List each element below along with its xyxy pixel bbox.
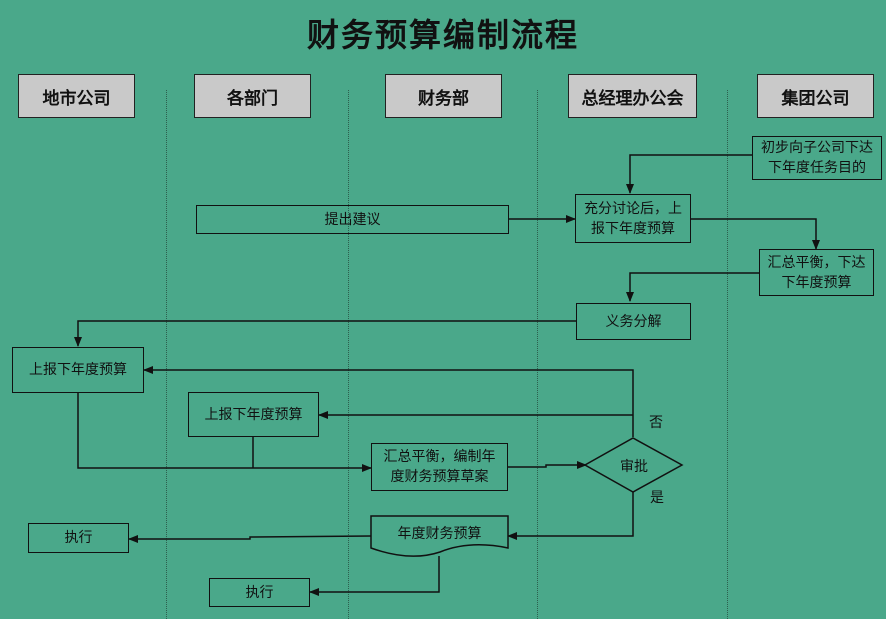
arrow-budget-to-execute-dept: [309, 556, 440, 596]
node-annual-budget-label: 年度财务预算: [397, 526, 482, 542]
lane-separator: [348, 90, 349, 619]
lane-separator: [166, 90, 167, 619]
arrow-decompose-to-city: [74, 320, 576, 347]
lane-separator: [537, 90, 538, 619]
node-review-label: 审批: [620, 459, 648, 475]
annual-budget-document-shape: [370, 515, 509, 557]
arrow-draft-to-review: [508, 461, 587, 469]
arrow-budget-to-execute-city: [128, 535, 372, 543]
node-discuss-and-report: 充分讨论后，上 报下年度预算: [575, 194, 691, 243]
arrow-group-to-discuss: [626, 154, 752, 194]
lane-header-city-company: 地市公司: [18, 74, 135, 118]
edge-label-yes: 是: [650, 490, 664, 506]
lane-header-group-company: 集团公司: [757, 74, 874, 118]
node-execute-dept: 执行: [209, 578, 310, 607]
node-dept-report-budget: 上报下年度预算: [188, 392, 319, 437]
node-execute-city: 执行: [28, 523, 129, 553]
page-title: 财务预算编制流程: [306, 16, 579, 54]
node-task-decomposition: 义务分解: [576, 303, 691, 340]
node-group-initial-target: 初步向子公司下达 下年度任务目的: [752, 136, 882, 180]
node-city-report-budget: 上报下年度预算: [12, 347, 144, 393]
node-propose-suggestion: 提出建议: [196, 205, 509, 234]
lane-header-gm-office: 总经理办公会: [568, 74, 697, 118]
lane-header-finance-dept: 财务部: [385, 74, 502, 118]
arrow-summarize-to-decompose: [626, 272, 759, 302]
lane-separator: [727, 90, 728, 619]
arrow-discuss-to-summarize: [691, 218, 820, 250]
node-summarize-and-issue: 汇总平衡，下达 下年度预算: [759, 249, 874, 296]
arrow-review-yes-to-budget: [507, 492, 634, 540]
lane-header-departments: 各部门: [194, 74, 311, 118]
edge-label-no: 否: [649, 415, 663, 431]
review-diamond-shape: [583, 437, 684, 493]
arrow-city-to-draft: [77, 393, 372, 472]
node-draft-budget: 汇总平衡，编制年 度财务预算草案: [371, 443, 508, 491]
